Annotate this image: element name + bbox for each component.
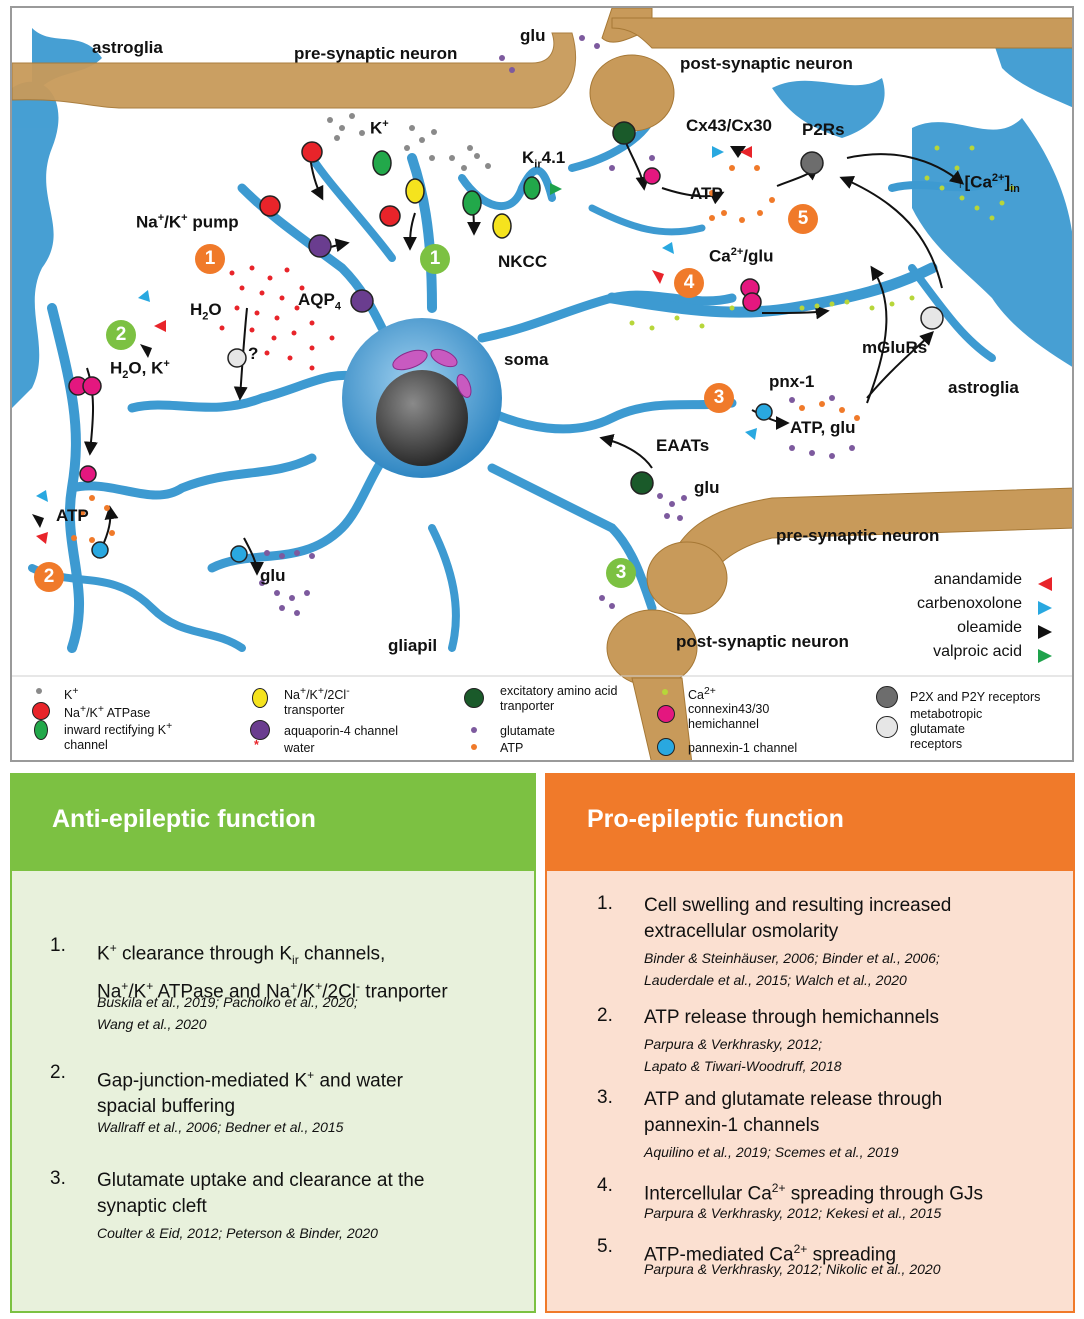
marker-pro-4: 4 xyxy=(674,268,704,298)
drug-legend-markers xyxy=(1038,577,1052,663)
marker-pro-2: 2 xyxy=(34,562,64,592)
legend-k: K+ xyxy=(64,686,79,703)
legend-k-icon xyxy=(36,688,42,694)
label-ca-in: ↑[Ca2+]in xyxy=(956,172,1020,196)
label-aqp4: AQP4 xyxy=(298,290,341,313)
label-glu-top: glu xyxy=(520,26,546,45)
legend-water: water xyxy=(284,741,315,755)
particles-water xyxy=(219,265,335,371)
pro-ref-5: Parpura & Verkhrasky, 2012; Nikolic et a… xyxy=(644,1261,941,1277)
pro-ref-3: Aquilino et al., 2019; Scemes et al., 20… xyxy=(644,1144,899,1160)
particles-glutamate xyxy=(259,35,855,616)
marker-anti-3: 3 xyxy=(606,558,636,588)
marker-pro-3: 3 xyxy=(704,383,734,413)
label-ca-glu: Ca2+/glu xyxy=(709,246,774,266)
label-post-synaptic-bottom: post-synaptic neuron xyxy=(676,632,849,651)
astroglia-processes xyxy=(28,114,1006,653)
drug-anandamide: anandamide xyxy=(933,571,1022,588)
legend-p2: P2X and P2Y receptors xyxy=(910,690,1041,704)
label-pre-synaptic-top: pre-synaptic neuron xyxy=(294,44,458,63)
label-mglurs: mGluRs xyxy=(862,338,928,357)
label-pnx1: pnx-1 xyxy=(769,372,815,391)
label-glu-bottom: glu xyxy=(260,566,286,585)
label-kir: Kir4.1 xyxy=(522,148,566,171)
label-h2o: H2O xyxy=(190,300,222,323)
mitochondria xyxy=(392,348,472,398)
pro-panel-header: Pro-epileptic function xyxy=(547,775,1073,871)
particles-calcium xyxy=(629,145,1015,331)
pro-panel-title: Pro-epileptic function xyxy=(587,805,844,833)
legend-aqp-icon xyxy=(250,720,270,740)
legend-p2-icon xyxy=(876,686,898,708)
drug-markers xyxy=(32,146,757,544)
anti-ref-1: Buskila et al., 2019; Pacholko et al., 2… xyxy=(97,994,358,1032)
anti-epileptic-panel: Anti-epileptic function 1. K+ clearance … xyxy=(10,773,536,1313)
label-glu-mid: glu xyxy=(694,478,720,497)
neurons xyxy=(12,8,1072,760)
label-atp-glu: ATP, glu xyxy=(790,418,856,437)
legend-atp-icon xyxy=(471,744,477,750)
label-na-k-pump: Na+/K+ pump xyxy=(136,212,239,232)
legend-nkcc-icon xyxy=(252,688,268,708)
label-atp-left: ATP xyxy=(56,506,89,525)
label-question: ? xyxy=(248,344,259,363)
particles-atp xyxy=(71,165,860,543)
drug-valproic-acid: valproic acid xyxy=(933,643,1022,660)
anti-panel-header: Anti-epileptic function xyxy=(12,775,534,871)
label-astroglia-top: astroglia xyxy=(92,38,163,57)
label-eaats: EAATs xyxy=(656,436,710,455)
pro-ref-2: Parpura & Verkhrasky, 2012;Lapato & Tiwa… xyxy=(644,1036,842,1074)
legend-ca: Ca2+ xyxy=(688,686,716,703)
nucleus xyxy=(376,370,468,466)
label-astroglia-right: astroglia xyxy=(948,378,1019,397)
label-k-plus: K+ xyxy=(370,118,389,138)
label-cx43: Cx43/Cx30 xyxy=(686,116,773,135)
label-soma: soma xyxy=(504,350,549,369)
marker-anti-1: 1 xyxy=(420,244,450,274)
legend-aqp: aquaporin-4 channel xyxy=(284,724,398,738)
legend-pnx-icon xyxy=(657,738,675,756)
anti-ref-2: Wallraff et al., 2006; Bedner et al., 20… xyxy=(97,1119,344,1135)
pro-ref-1: Binder & Steinhäuser, 2006; Binder et al… xyxy=(644,950,940,988)
diagram-artwork xyxy=(12,8,1072,760)
legend-na-atpase-icon xyxy=(32,702,50,720)
legend-na-atpase: Na+/K+ ATPase xyxy=(64,704,151,721)
label-p2rs: P2Rs xyxy=(802,120,845,139)
anti-ref-3: Coulter & Eid, 2012; Peterson & Binder, … xyxy=(97,1225,378,1241)
channels xyxy=(68,121,944,563)
legend-pnx: pannexin-1 channel xyxy=(688,741,798,755)
astrocyte-diagram: astroglia pre-synaptic neuron glu post-s… xyxy=(10,6,1074,762)
drug-oleamide: oleamide xyxy=(957,619,1022,636)
legend-eaat-icon xyxy=(464,688,484,708)
marker-anti-2: 2 xyxy=(106,320,136,350)
legend-nkcc: Na+/K+/2Cl-transporter xyxy=(284,686,350,718)
legend-ca-icon xyxy=(662,689,668,695)
label-atp-top: ATP xyxy=(690,184,723,203)
legend-water-icon: * xyxy=(254,738,259,752)
label-post-synaptic-top: post-synaptic neuron xyxy=(680,54,853,73)
legend-glutamate: glutamate xyxy=(500,724,555,738)
legend-kir-icon xyxy=(34,720,48,740)
marker-pro-1: 1 xyxy=(195,244,225,274)
marker-pro-5: 5 xyxy=(788,204,818,234)
particles-k xyxy=(327,113,491,171)
label-h2o-k: H2O, K+ xyxy=(110,358,170,382)
pro-ref-4: Parpura & Verkhrasky, 2012; Kekesi et al… xyxy=(644,1205,942,1221)
drug-carbenoxolone: carbenoxolone xyxy=(917,595,1022,612)
label-nkcc: NKCC xyxy=(498,252,548,271)
anti-panel-title: Anti-epileptic function xyxy=(52,805,316,833)
legend-cx-icon xyxy=(657,705,675,723)
legend-glutamate-icon xyxy=(471,727,477,733)
pro-epileptic-panel: Pro-epileptic function 1. Cell swelling … xyxy=(545,773,1075,1313)
legend-atp: ATP xyxy=(500,741,524,755)
legend-mglu-icon xyxy=(876,716,898,738)
label-pre-synaptic-bottom: pre-synaptic neuron xyxy=(776,526,940,545)
legend-kir: inward rectifying K+channel xyxy=(64,721,173,753)
label-gliapil: gliapil xyxy=(388,636,438,655)
